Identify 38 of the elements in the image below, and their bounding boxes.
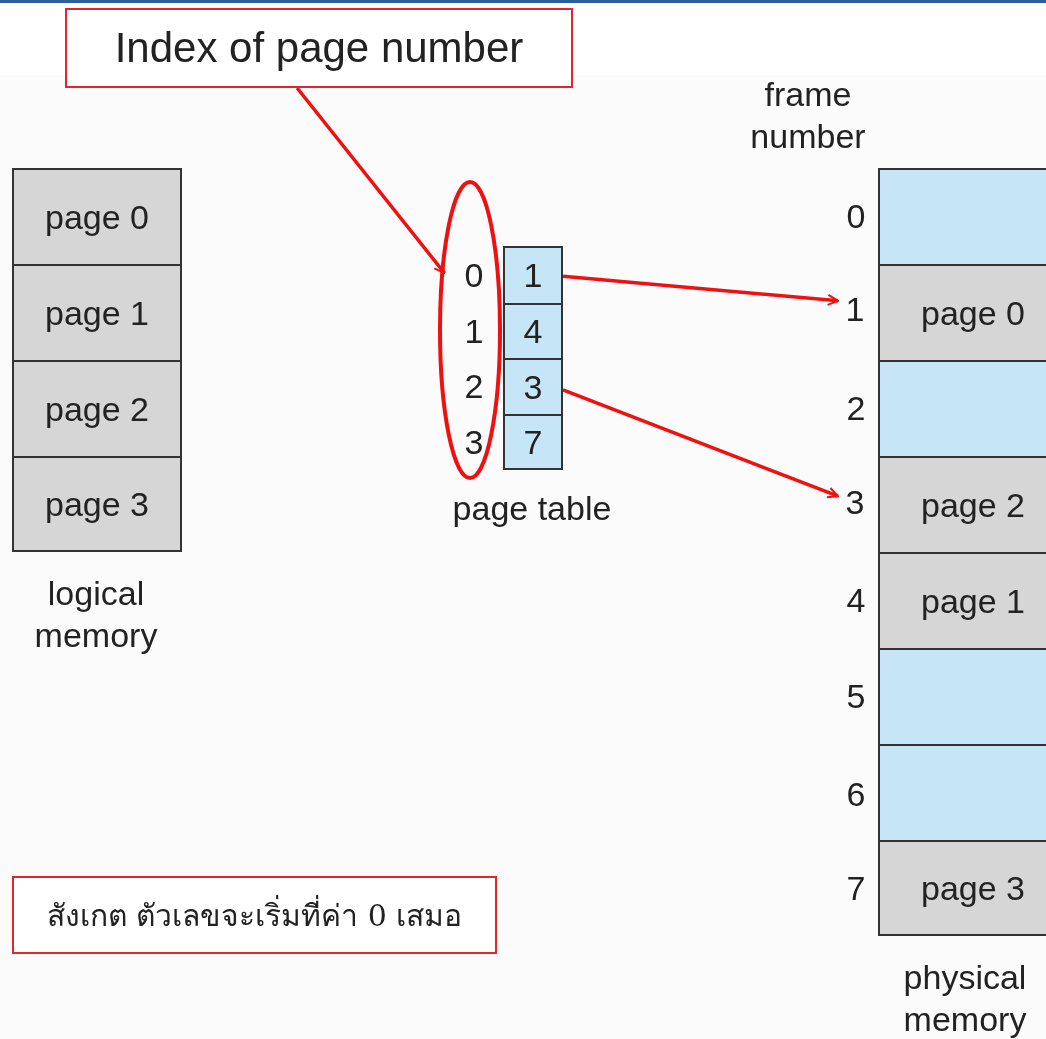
empty-frame-box [878,744,1046,840]
frame-number: 3 [838,478,872,526]
frame-page-box: page 1 [878,552,1046,648]
table-entry: 4 [503,303,563,358]
index-number: 1 [464,311,484,352]
arrow [562,274,839,306]
frame-number: 1 [838,285,872,333]
memory-page-box: page 3 [12,456,182,552]
memory-page-box: page 0 [12,168,182,264]
callout-box: Index of page number [65,8,573,88]
frame-page-box: page 3 [878,840,1046,936]
frame-number: 0 [846,196,866,237]
leader-arrow [295,86,446,275]
memory-caption: logical memory [33,573,159,656]
index-number: 3 [464,422,484,463]
frame-page-box: page 0 [878,264,1046,360]
frame-number: 4 [846,580,866,621]
note-box: สังเกต ตัวเลขจะเริ่มที่ค่า 0 เสมอ [12,876,497,954]
index-number: 2 [464,366,484,407]
empty-frame-box [878,168,1046,264]
frame-number: 5 [846,676,866,717]
frame-number: 2 [846,388,866,429]
index-number: 0 [464,255,484,296]
empty-frame-box [878,648,1046,744]
table-entry: 7 [503,414,563,470]
frame-number: 7 [846,868,866,909]
arrow [562,388,839,499]
empty-frame-box [878,360,1046,456]
frame-page-box: page 2 [878,456,1046,552]
table-caption: page table [452,488,612,529]
memory-page-box: page 2 [12,360,182,456]
table-entry: 1 [503,246,563,303]
highlight-ellipse [438,180,502,480]
memory-caption: physical memory [902,957,1028,1039]
column-heading: frame number [749,74,867,157]
memory-page-box: page 1 [12,264,182,360]
frame-number: 6 [846,774,866,815]
table-entry: 3 [503,358,563,414]
